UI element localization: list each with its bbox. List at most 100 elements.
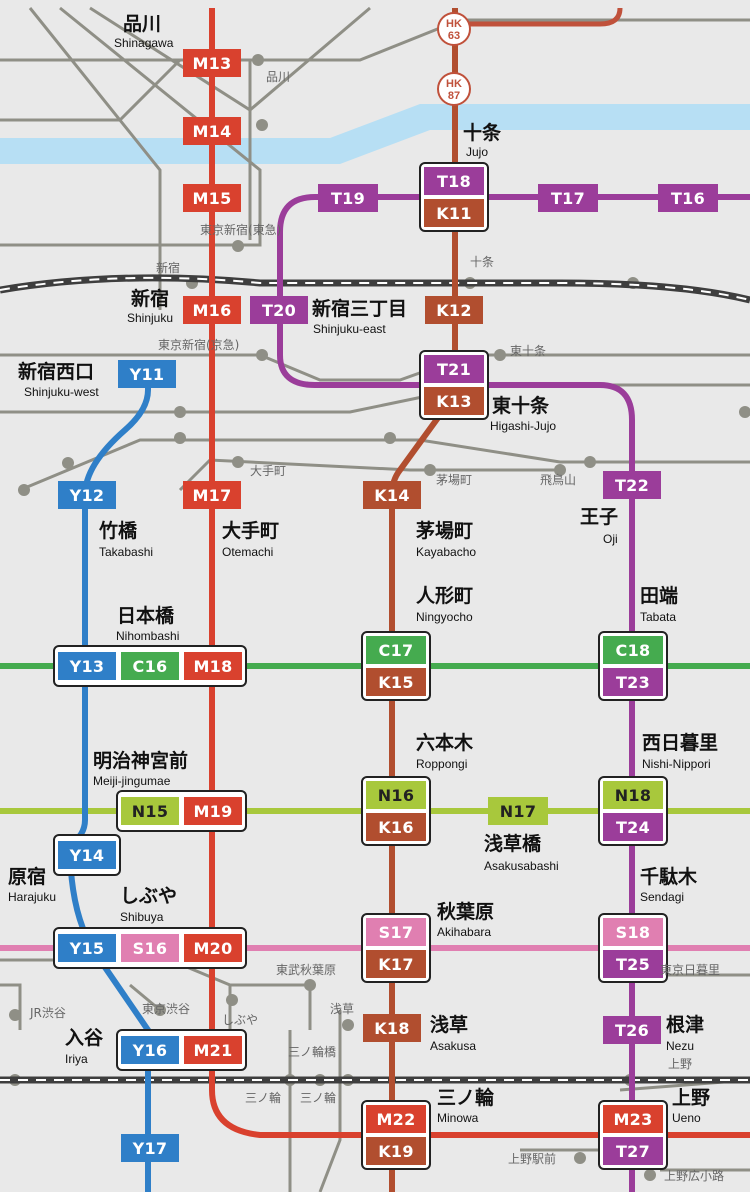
station-code-y16[interactable]: Y16 xyxy=(121,1036,179,1064)
minor-label-asukayama: 飛鳥山 xyxy=(540,473,577,487)
station-code-m21[interactable]: M21 xyxy=(184,1036,242,1064)
station-code-m18[interactable]: M18 xyxy=(184,652,242,680)
station-code-y13[interactable]: Y13 xyxy=(58,652,116,680)
minor-label-shibuya: しぶや xyxy=(222,1013,259,1027)
station-code-s17[interactable]: S17 xyxy=(366,918,426,946)
station-name-en-nezu: Nezu xyxy=(666,1039,695,1053)
station-code-m15[interactable]: M15 xyxy=(183,184,241,212)
station-code-t16[interactable]: T16 xyxy=(658,184,718,212)
station-code-c17[interactable]: C17 xyxy=(366,636,426,664)
station-name-en-oji: Oji xyxy=(603,532,618,546)
minor-label-tobu-akihabara: 東武秋葉原 xyxy=(276,963,337,977)
station-name-jp-takabashi: 竹橋 xyxy=(99,520,138,542)
station-code-k18[interactable]: K18 xyxy=(363,1014,421,1042)
station-name-jp-jujo: 十条 xyxy=(463,122,502,144)
station-code-k16[interactable]: K16 xyxy=(366,813,426,841)
station-code-n17[interactable]: N17 xyxy=(488,797,548,825)
station-name-en-otemachi: Otemachi xyxy=(222,545,274,559)
minor-label-minowa-2: 三ノ輪 xyxy=(300,1091,337,1105)
station-name-en-takabashi: Takabashi xyxy=(99,545,154,559)
station-code-t18[interactable]: T18 xyxy=(424,167,484,195)
station-code-n18[interactable]: N18 xyxy=(603,781,663,809)
station-code-m19[interactable]: M19 xyxy=(184,797,242,825)
minor-label-tokyo-shinjuku-keikyu: 東京新宿(京急) xyxy=(158,338,240,352)
minor-label-tokyo-shinjuku-tokyu: 東京新宿(東急) xyxy=(200,223,282,237)
station-code-t21[interactable]: T21 xyxy=(424,355,484,383)
station-code-t20[interactable]: T20 xyxy=(250,296,308,324)
station-name-en-shinagawa: Shinagawa xyxy=(114,36,174,50)
station-code-k11[interactable]: K11 xyxy=(424,199,484,227)
minor-label-tokyo-nippori: 東京日暮里 xyxy=(660,963,721,977)
station-code-t26[interactable]: T26 xyxy=(603,1016,661,1044)
station-code-k12[interactable]: K12 xyxy=(425,296,483,324)
station-name-jp-roppongi: 六本木 xyxy=(416,732,474,754)
station-name-jp-higashi-jujo: 東十条 xyxy=(492,395,550,417)
station-name-en-nishi-nippori: Nishi-Nippori xyxy=(642,757,711,771)
station-code-m22[interactable]: M22 xyxy=(366,1105,426,1133)
station-code-t17[interactable]: T17 xyxy=(538,184,598,212)
station-name-en-jujo: Jujo xyxy=(466,145,489,159)
station-code-m16[interactable]: M16 xyxy=(183,296,241,324)
station-code-y11[interactable]: Y11 xyxy=(118,360,176,388)
station-name-jp-shibuya: しぶや xyxy=(120,885,178,907)
station-code-s16[interactable]: S16 xyxy=(121,934,179,962)
station-name-en-sendagi: Sendagi xyxy=(640,890,685,904)
station-name-jp-kayabacho: 茅場町 xyxy=(416,520,474,542)
station-code-s18[interactable]: S18 xyxy=(603,918,663,946)
station-name-jp-shinjuku: 新宿 xyxy=(131,288,170,310)
station-code-t23[interactable]: T23 xyxy=(603,668,663,696)
station-code-t24[interactable]: T24 xyxy=(603,813,663,841)
station-code-y15[interactable]: Y15 xyxy=(58,934,116,962)
station-name-jp-asakusa: 浅草 xyxy=(430,1014,469,1036)
station-code-y14[interactable]: Y14 xyxy=(58,841,116,869)
station-code-k13[interactable]: K13 xyxy=(424,387,484,415)
station-name-jp-shinagawa: 品川 xyxy=(123,13,162,35)
station-code-k19[interactable]: K19 xyxy=(366,1137,426,1165)
station-code-k17[interactable]: K17 xyxy=(366,950,426,978)
line-y xyxy=(66,373,151,1192)
station-code-n16[interactable]: N16 xyxy=(366,781,426,809)
station-code-m23[interactable]: M23 xyxy=(603,1105,663,1133)
station-code-c18[interactable]: C18 xyxy=(603,636,663,664)
station-name-jp-harajuku: 原宿 xyxy=(8,866,47,888)
station-code-y12[interactable]: Y12 xyxy=(58,481,116,509)
station-code-m17[interactable]: M17 xyxy=(183,481,241,509)
minor-label-shinagawa: 品川 xyxy=(266,70,291,84)
minor-label-kayabacho: 茅場町 xyxy=(436,473,473,487)
station-code-k15[interactable]: K15 xyxy=(366,668,426,696)
jr-lines xyxy=(0,274,750,1084)
station-code-t25[interactable]: T25 xyxy=(603,950,663,978)
station-code-y17[interactable]: Y17 xyxy=(121,1134,179,1162)
station-name-en-iriya: Iriya xyxy=(65,1052,88,1066)
station-code-n15[interactable]: N15 xyxy=(121,797,179,825)
station-code-c16[interactable]: C16 xyxy=(121,652,179,680)
station-code-m14[interactable]: M14 xyxy=(183,117,241,145)
minor-label-ueno-hirokoji: 上野広小路 xyxy=(664,1169,725,1183)
station-code-t22[interactable]: T22 xyxy=(603,471,661,499)
minor-label-jujo: 十条 xyxy=(470,255,495,269)
station-name-jp-nishi-nippori: 西日暮里 xyxy=(642,732,719,754)
station-name-en-tabata: Tabata xyxy=(640,610,677,624)
minor-label-shinjuku: 新宿 xyxy=(156,261,181,275)
station-name-en-ningyocho: Ningyocho xyxy=(416,610,473,624)
minor-label-ueno: 上野 xyxy=(668,1057,693,1071)
station-name-jp-meiji: 明治神宮前 xyxy=(93,750,189,772)
station-name-jp-ueno: 上野 xyxy=(672,1087,711,1109)
station-code-m20[interactable]: M20 xyxy=(184,934,242,962)
station-name-en-kayabacho: Kayabacho xyxy=(416,545,477,559)
station-name-en-shinjuku: Shinjuku xyxy=(127,311,174,325)
station-code-m13[interactable]: M13 xyxy=(183,49,241,77)
station-code-t27[interactable]: T27 xyxy=(603,1137,663,1165)
station-name-en-akihabara: Akihabara xyxy=(437,925,492,939)
line-m xyxy=(209,8,750,1138)
minor-label-minowa-1: 三ノ輪 xyxy=(245,1091,282,1105)
minor-label-asakusa: 浅草 xyxy=(330,1002,355,1016)
minor-label-ueno-ekimae: 上野駅前 xyxy=(508,1152,557,1166)
station-name-jp-shinjuku-east: 新宿三丁目 xyxy=(312,298,408,320)
station-code-t19[interactable]: T19 xyxy=(318,184,378,212)
minor-label-minowabashi: 三ノ輪橋 xyxy=(288,1045,337,1059)
station-code-k14[interactable]: K14 xyxy=(363,481,421,509)
